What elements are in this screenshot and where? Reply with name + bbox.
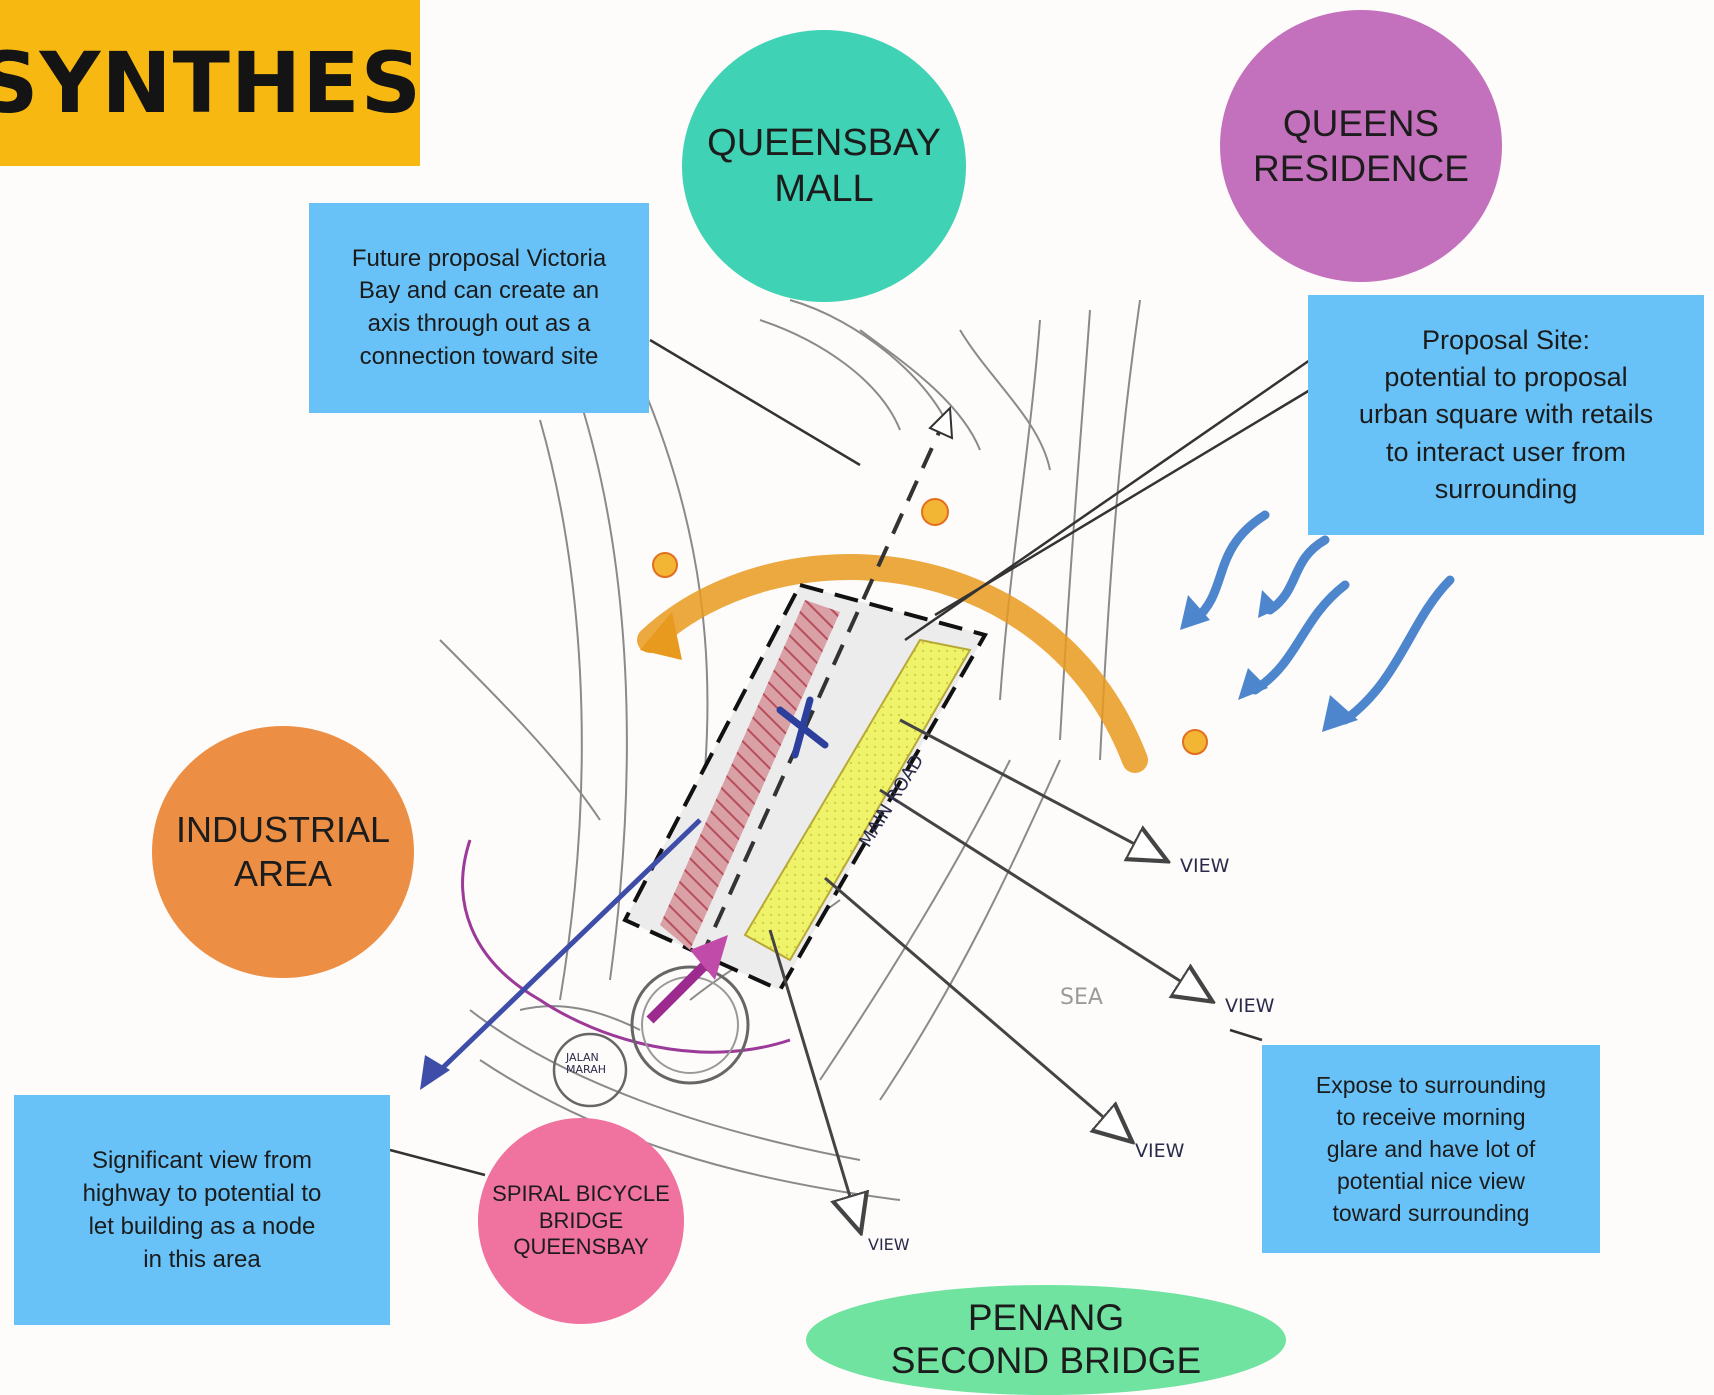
view-label-1: VIEW <box>1180 855 1229 877</box>
queensbay-mall-circle: QUEENSBAY MALL <box>682 30 966 302</box>
spiral-bicycle-bridge-label: SPIRAL BICYCLE BRIDGE QUEENSBAY <box>492 1181 670 1261</box>
view-label-2: VIEW <box>1225 995 1274 1017</box>
significant-view-note: Significant view from highway to potenti… <box>14 1095 390 1325</box>
industrial-area-circle: INDUSTRIAL AREA <box>152 726 414 978</box>
wind-arrows <box>1195 515 1450 720</box>
spiral-bicycle-bridge-circle: SPIRAL BICYCLE BRIDGE QUEENSBAY <box>478 1118 684 1324</box>
highway-view-arrow <box>430 820 700 1080</box>
roundabout-label: JALAN MARAH <box>566 1052 606 1076</box>
industrial-area-label: INDUSTRIAL AREA <box>176 808 390 896</box>
view-label-3: VIEW <box>1135 1140 1184 1162</box>
victoria-bay-note: Future proposal Victoria Bay and can cre… <box>309 203 649 413</box>
expose-surrounding-note-text: Expose to surrounding to receive morning… <box>1316 1069 1546 1230</box>
proposal-site-note: Proposal Site: potential to proposal urb… <box>1308 295 1704 535</box>
view-label-4: VIEW <box>868 1235 910 1254</box>
sea-label: SEA <box>1060 985 1103 1010</box>
queensbay-mall-label: QUEENSBAY MALL <box>707 120 941 213</box>
expose-surrounding-note: Expose to surrounding to receive morning… <box>1262 1045 1600 1253</box>
queens-residence-label: QUEENS RESIDENCE <box>1253 101 1469 191</box>
victoria-bay-note-text: Future proposal Victoria Bay and can cre… <box>352 243 606 374</box>
penang-second-bridge-label: PENANG SECOND BRIDGE <box>891 1297 1201 1382</box>
proposal-site-note-text: Proposal Site: potential to proposal urb… <box>1359 322 1653 508</box>
queens-residence-circle: QUEENS RESIDENCE <box>1220 10 1502 282</box>
penang-second-bridge-ellipse: PENANG SECOND BRIDGE <box>806 1285 1286 1395</box>
significant-view-note-text: Significant view from highway to potenti… <box>83 1144 322 1276</box>
